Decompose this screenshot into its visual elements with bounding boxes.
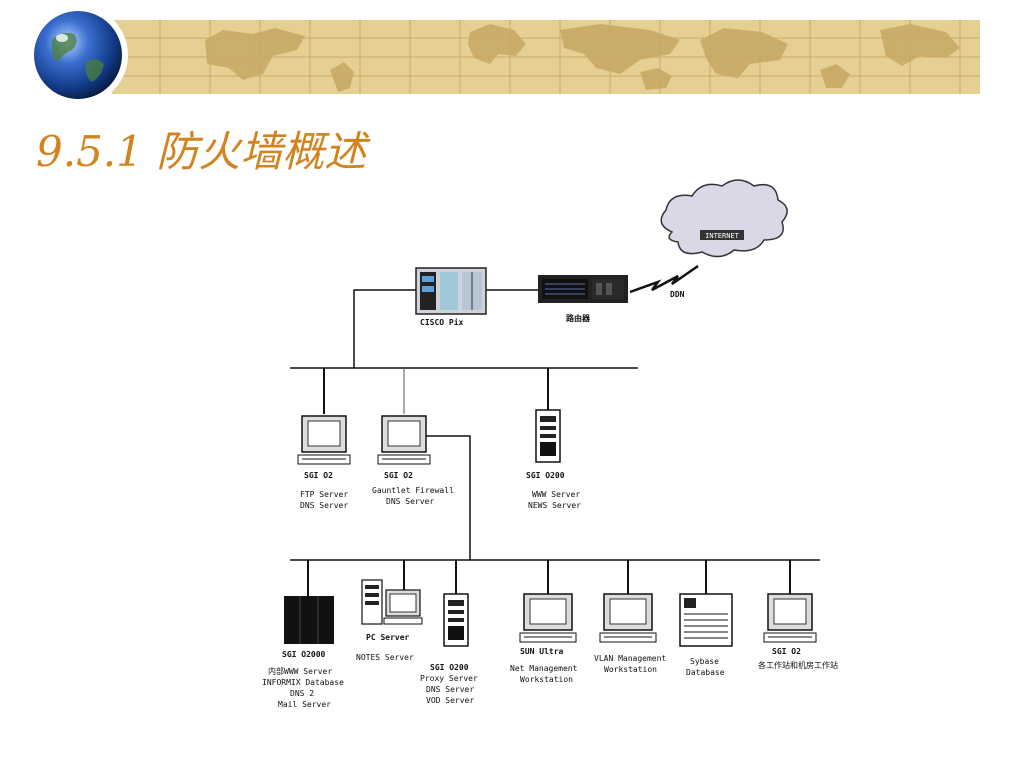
lan-device-3-desc-3: VOD Server (426, 696, 474, 705)
lan-device-4-name: SUN Ultra (520, 647, 564, 656)
dmz-device-2-name: SGI O2 (384, 471, 413, 480)
lan-database-server (679, 593, 733, 647)
pix-label: CISCO Pix (420, 317, 464, 327)
lan-device-3-desc-2: DNS Server (426, 685, 474, 694)
router-label: 路由器 (566, 313, 591, 323)
dmz-device-1-desc-2: DNS Server (300, 501, 348, 510)
map-strip (112, 20, 980, 94)
lan-device-1-desc-3: DNS 2 (290, 689, 314, 698)
internet-label: INTERNET (705, 232, 740, 240)
lan-device-4-desc-2: Workstation (520, 675, 573, 684)
lan-device-7-name: SGI O2 (772, 647, 801, 656)
lan-vlan-workstation (599, 593, 657, 643)
lan-device-7-desc-1: 各工作站和机房工作站 (758, 660, 838, 670)
lan-server-o200 (443, 593, 469, 647)
dmz-device-1-desc-1: FTP Server (300, 490, 348, 499)
dmz-workstation-2 (377, 415, 431, 465)
lan-sgi-workstation (763, 593, 817, 643)
dmz-device-3-name: SGI O200 (526, 471, 565, 480)
dmz-device-2-desc-1: Gauntlet Firewall (372, 486, 454, 495)
lan-server-o2000 (284, 596, 334, 644)
ddn-link (629, 264, 699, 294)
lan-device-2-desc-1: NOTES Server (356, 653, 414, 662)
dmz-server-tower (535, 409, 561, 463)
dmz-workstation-1 (297, 415, 351, 465)
dmz-device-2-desc-2: DNS Server (386, 497, 434, 506)
lan-device-3-name: SGI O200 (430, 663, 469, 672)
dmz-device-1-name: SGI O2 (304, 471, 333, 480)
lan-device-1-desc-4: Mail Server (278, 700, 331, 709)
lan-device-4-desc-1: Net Management (510, 664, 578, 673)
lan-device-5-desc-1: VLAN Management (594, 654, 666, 663)
page-title: 9.5.1 防火墙概述 (36, 127, 367, 176)
lan-device-1-name: SGI O2000 (282, 650, 326, 659)
dmz-device-3-desc-2: NEWS Server (528, 501, 581, 510)
lan-sun-ultra-workstation (519, 593, 577, 643)
lan-device-5-desc-2: Workstation (604, 665, 657, 674)
lan-device-1-desc-2: INFORMIX Database (262, 678, 344, 687)
slide-banner (28, 5, 980, 105)
router-device (538, 275, 628, 303)
dmz-device-3-desc-1: WWW Server (532, 490, 580, 499)
lan-device-6-desc-1: Sybase (690, 657, 719, 666)
cisco-pix-firewall (415, 267, 487, 315)
lan-device-3-desc-1: Proxy Server (420, 674, 478, 683)
ddn-label: DDN (670, 290, 685, 299)
lan-device-6-desc-2: Database (686, 668, 725, 677)
lan-pc-server (361, 579, 423, 625)
lan-device-1-desc-1: 内部WWW Server (268, 666, 332, 676)
internet-cloud: INTERNET (660, 179, 788, 258)
lan-device-2-name: PC Server (366, 633, 410, 642)
